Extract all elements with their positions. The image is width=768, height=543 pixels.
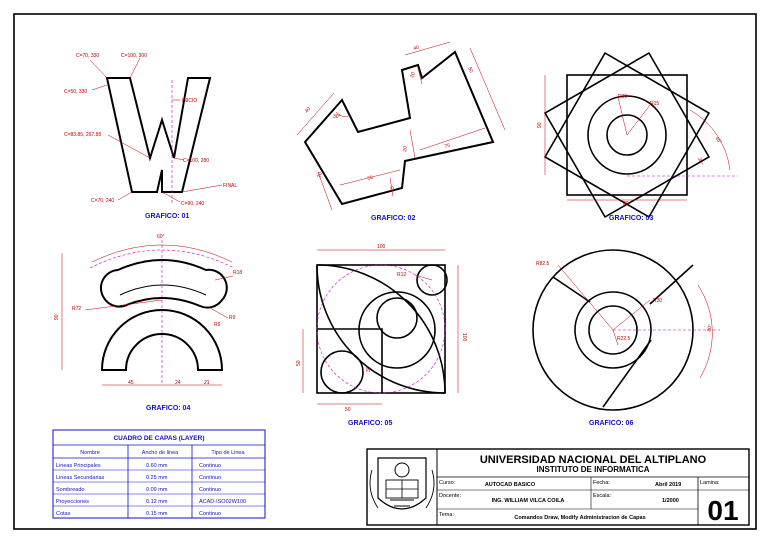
layer-row-3-name: Sombreado (56, 487, 84, 493)
g6-angle-30: 30° (706, 324, 714, 333)
figure-01-caption: GRAFICO: 01 (145, 213, 189, 220)
docente-value: ING. WILLIAM VILCA COILA (492, 498, 565, 504)
g5-dim-50v: 50 (296, 360, 302, 366)
g1-label-c6: C=70, 240 (91, 198, 114, 204)
layer-row-2-name: Lineas Secundarias (56, 475, 105, 481)
g3-angle-45: 45° (713, 136, 722, 146)
institute-name: INSTITUTO DE INFORMATICA (536, 465, 649, 474)
layer-row-4-name: Proyecciones (56, 499, 89, 505)
g1-label-c5: C=100, 280 (183, 158, 209, 164)
g1-label-inicio: INICIO (182, 98, 197, 104)
layer-row-1-width: 0.60 mm (146, 463, 168, 469)
figure-02-caption: GRAFICO: 02 (371, 215, 415, 222)
layer-row-5-width: 0.15 mm (146, 511, 168, 517)
tema-label: Tema: (439, 512, 454, 518)
figure-06: R82.5 R30 R22.5 30° GRAFICO: 06 (532, 249, 720, 427)
g1-label-c7: C=90, 240 (181, 201, 204, 207)
g3-angle-30: 30° (696, 157, 704, 166)
g1-label-c3: C=50, 330 (64, 89, 87, 95)
layer-header-name: Nombre (80, 450, 100, 456)
g4-angle-60: 60° (157, 234, 165, 240)
figure-04-caption: GRAFICO: 04 (146, 405, 190, 412)
layer-row-4-type: ACAD-ISO02W100 (199, 499, 246, 505)
figure-05-caption: GRAFICO: 05 (348, 420, 392, 427)
figure-05: 100 R12 100 50 30 50 GRAFICO: 05 (296, 244, 467, 427)
layer-row-2-type: Continuo (199, 475, 221, 481)
figure-04: 60° R18 R72 R9 R9 90 45 24 21 GRAFICO: 0… (54, 234, 242, 412)
g4-dim-90: 90 (54, 314, 60, 320)
figure-03-caption: GRAFICO: 03 (609, 215, 653, 222)
escala-label: Escala: (593, 493, 612, 499)
g5-dim-100h: 100 (377, 244, 386, 250)
university-crest-logo (369, 457, 435, 510)
g4-dim-45: 45 (128, 380, 134, 386)
fecha-label: Fecha: (593, 480, 610, 486)
g3-dim-80: 80 (623, 201, 629, 207)
lamina-label: Lamina: (700, 480, 720, 486)
curso-value: AUTOCAD BASICO (485, 482, 536, 488)
layer-header-type: Tipo de Linea (211, 450, 245, 456)
escala-value: 1/2000 (662, 498, 679, 504)
layer-table: CUADRO DE CAPAS (LAYER) Nombre Ancho de … (52, 429, 266, 519)
g2-dim-50a: 50 (466, 66, 474, 74)
g1-label-c2: C=100, 300 (121, 53, 147, 59)
g2-dim-40a: 40 (413, 45, 420, 52)
g2-dim-75: 75 (444, 143, 451, 150)
layer-row-3-type: Continuo (199, 487, 221, 493)
g6-radius-30: R30 (653, 298, 662, 304)
g4-radius-18: R18 (233, 270, 242, 276)
layer-row-4-width: 0.12 mm (146, 499, 168, 505)
g2-dim-20b: 20 (402, 146, 409, 153)
layer-row-5-type: Continuo (199, 511, 221, 517)
g2-dim-15: 15 (389, 186, 396, 193)
layer-row-3-width: 0.09 mm (146, 487, 168, 493)
tema-value: Comandos Draw, Modify Administracion de … (514, 515, 645, 521)
g2-angle-30: 30° (333, 114, 341, 120)
g4-dim-21: 21 (204, 380, 210, 386)
g2-dim-40b: 40 (304, 106, 312, 114)
university-name: UNIVERSIDAD NACIONAL DEL ALTIPLANO (480, 454, 707, 466)
g2-dim-20c: 20 (316, 171, 324, 178)
g4-dim-24: 24 (175, 380, 181, 386)
layer-row-1-name: Lineas Principales (56, 463, 101, 469)
g1-label-c1: C=70, 330 (76, 53, 99, 59)
g1-label-c4: C=83.85, 267.88 (64, 132, 101, 138)
title-block: UNIVERSIDAD NACIONAL DEL ALTIPLANO INSTI… (366, 448, 750, 526)
g3-radius-15: R15 (650, 101, 659, 107)
g4-radius-9a: R9 (229, 315, 236, 321)
g3-radius-30: R30 (618, 94, 627, 100)
layer-row-1-type: Continuo (199, 463, 221, 469)
g1-label-final: FINAL (223, 183, 237, 189)
figure-01: C=70, 330 C=100, 300 C=50, 330 INICIO C=… (64, 53, 237, 220)
curso-label: Curso: (439, 480, 456, 486)
lamina-number: 01 (707, 495, 738, 526)
g5-radius-12: R12 (397, 272, 406, 278)
layer-row-2-width: 0.25 mm (146, 475, 168, 481)
figure-02: 40 20 50 40 30° 20 75 55 20 15 GRAFICO: … (296, 41, 506, 222)
g2-dim-20a: 20 (409, 71, 417, 78)
g5-dim-100v: 100 (461, 333, 467, 342)
figure-03: R30 R15 90 80 45° 30° GRAFICO: 03 (537, 51, 738, 222)
layer-table-title: CUADRO DE CAPAS (LAYER) (113, 435, 204, 442)
g6-radius-22-5: R22.5 (617, 336, 631, 342)
g5-dim-50h: 50 (345, 407, 351, 413)
g5-dim-30: 30 (366, 366, 372, 372)
layer-header-width: Ancho de linea (142, 450, 179, 456)
sheet-border (13, 13, 757, 530)
docente-label: Docente: (439, 493, 461, 499)
layer-row-5-name: Cotas (56, 511, 71, 517)
g3-dim-90: 90 (537, 122, 543, 128)
g6-radius-82-5: R82.5 (536, 261, 550, 267)
g4-radius-9b: R9 (214, 322, 221, 328)
figure-06-caption: GRAFICO: 06 (589, 420, 633, 427)
g4-radius-72: R72 (72, 306, 81, 312)
fecha-value: Abril 2019 (655, 482, 681, 488)
g2-dim-55: 55 (367, 175, 374, 182)
